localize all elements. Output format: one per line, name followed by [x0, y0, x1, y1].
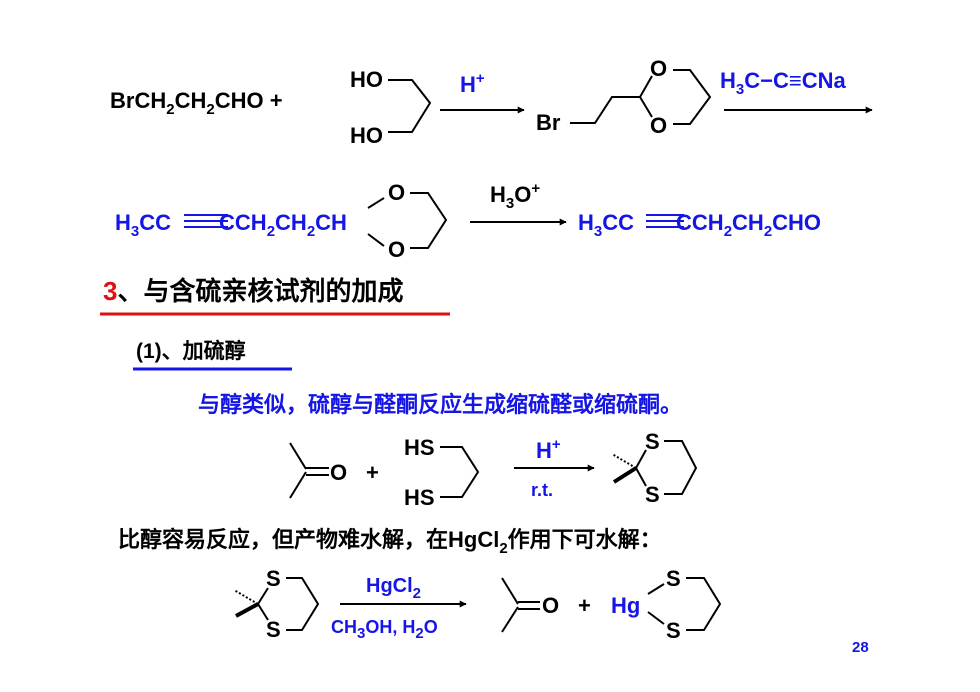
reactant-s-top: S: [266, 566, 281, 591]
section-heading-text: 3、与含硫亲核试剂的加成: [103, 276, 403, 306]
diol-ho-bottom: HO: [350, 123, 383, 148]
acetone-2-o: O: [542, 593, 559, 618]
reactant-bromopropanal: BrCH2CH2CHO +: [110, 88, 283, 118]
subheading-text: (1)、加硫醇: [136, 339, 246, 363]
ring-o-top: O: [388, 180, 405, 205]
mercury-dithiolate: Hg S S: [611, 566, 722, 643]
ring-o-bottom: O: [388, 237, 405, 262]
dithiane-product: S S: [611, 429, 698, 507]
reaction-3: O + HS HS H+ r.t. S S: [289, 429, 698, 510]
hydrolysis-note: 比醇容易反应，但产物难水解，在HgCl2作用下可水解：: [118, 527, 662, 557]
ethylene-glycol: HO HO: [350, 67, 432, 148]
plus-sign-2: +: [578, 593, 591, 618]
dioxolane-ring: O O: [367, 180, 448, 262]
reactant-s-bottom: S: [266, 617, 281, 642]
reagent-hydronium: H3O+: [490, 180, 540, 212]
page-number: 28: [852, 639, 869, 656]
acetone-1: O: [289, 442, 347, 499]
diol-ho-top: HO: [350, 67, 383, 92]
condition-rt: r.t.: [531, 480, 553, 500]
catalyst-h-plus: H+: [460, 70, 485, 97]
bromoethyl-dioxolane: Br O O: [536, 56, 712, 138]
propanedithiol: HS HS: [404, 435, 480, 510]
hs-top: HS: [404, 435, 435, 460]
catalyst-h-plus-2: H+: [536, 436, 561, 463]
hg-label: Hg: [611, 593, 640, 618]
hg-s-top: S: [666, 566, 681, 591]
reaction-4: S S HgCl2 CH3OH, H2O O + Hg S S: [233, 566, 722, 643]
subheading: (1)、加硫醇: [133, 339, 292, 371]
reagent-sodium-propynide: H3C−C≡CNa: [720, 68, 846, 98]
acetone-2: O: [501, 577, 559, 633]
reagent-hgcl2: HgCl2: [366, 575, 421, 602]
dithiane-reactant: S S: [233, 566, 320, 642]
triple-bond-2: [646, 214, 684, 228]
acetal-o-bottom: O: [650, 113, 667, 138]
hg-s-bottom: S: [666, 618, 681, 643]
dithiane-s-top: S: [645, 429, 660, 454]
reagent-methanol-water: CH3OH, H2O: [331, 617, 438, 642]
plus-sign-1: +: [366, 460, 379, 485]
acetal-o-top: O: [650, 56, 667, 81]
dithiane-s-bottom: S: [645, 482, 660, 507]
section-heading: 3、与含硫亲核试剂的加成: [100, 276, 450, 316]
hs-bottom: HS: [404, 485, 435, 510]
description-text: 与醇类似，硫醇与醛酮反应生成缩硫醛或缩硫酮。: [198, 392, 682, 417]
acetone-o: O: [330, 460, 347, 485]
acetal-br: Br: [536, 110, 561, 135]
reaction-1: BrCH2CH2CHO + HO HO H+ Br O O H3C−C≡CNa: [110, 56, 873, 148]
triple-bond-1: [184, 214, 228, 228]
